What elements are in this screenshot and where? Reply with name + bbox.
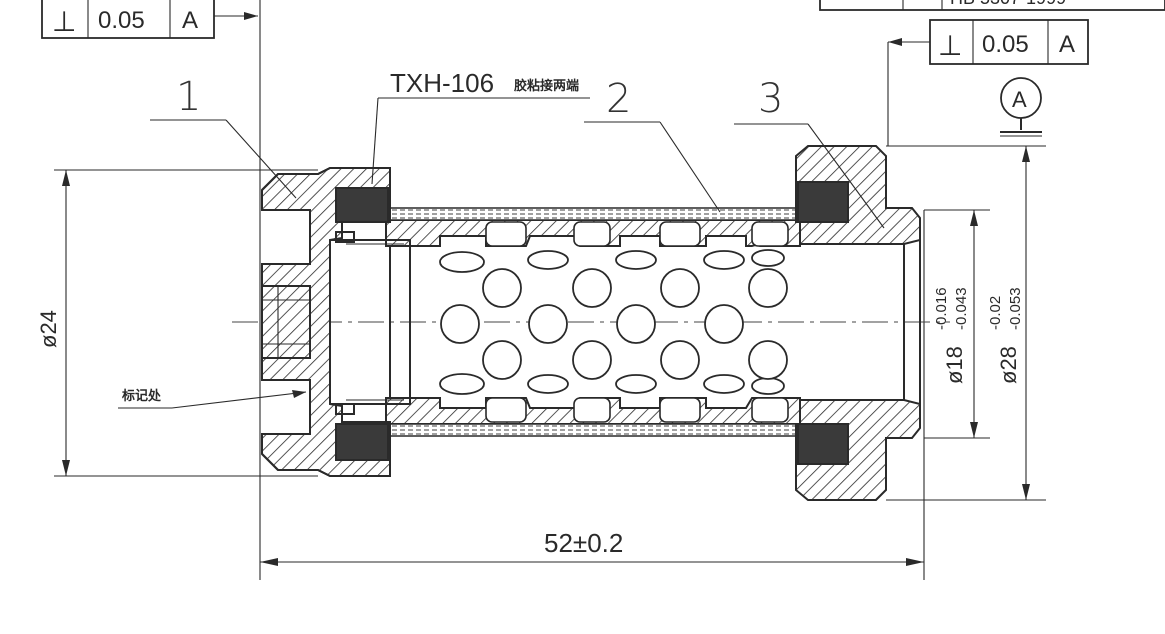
extension-lines [54, 0, 1046, 580]
dim-outer-left: ø24 [36, 310, 61, 348]
perpendicularity-icon: ⊥ [938, 30, 962, 61]
dimension-length: 52±0.2 [260, 528, 924, 566]
dim-flange-upper: -0.02 [987, 296, 1004, 330]
tolerance-frame-left: ⊥ 0.05 A [41, 0, 258, 39]
perforated-tube [385, 207, 905, 437]
title-block-text: HB 5307-1999 [950, 0, 1066, 8]
title-block-fragment: HB 5307-1999 [819, 0, 1165, 11]
dim-bore: ø18 [942, 346, 967, 384]
right-end-cap [795, 145, 921, 501]
tolerance-frame-right: ⊥ 0.05 A [887, 19, 1089, 146]
adhesive-code: TXH-106 [390, 68, 494, 98]
callout-1: 1 [176, 74, 201, 120]
callout-2: 2 [606, 76, 631, 122]
datum-a-symbol: A [1000, 77, 1042, 137]
datum-a-label: A [1012, 87, 1027, 112]
tolerance-value-left: 0.05 [98, 7, 145, 34]
callout-3: 3 [758, 76, 783, 122]
mark-position-note: 标记处 [121, 388, 162, 404]
left-end-cap [261, 167, 411, 477]
perpendicularity-icon: ⊥ [52, 6, 76, 37]
tolerance-value-right: 0.05 [982, 31, 1029, 58]
dim-flange-lower: -0.053 [1007, 287, 1024, 330]
adhesive-note: 胶粘接两端 [514, 78, 579, 94]
dimension-phi18: ø18 -0.016 -0.043 [933, 210, 978, 438]
dim-bore-lower: -0.043 [953, 287, 970, 330]
tube-holes [439, 249, 788, 395]
dimension-phi24: ø24 [36, 170, 70, 476]
dim-flange: ø28 [996, 346, 1021, 384]
dimension-phi28: ø28 -0.02 -0.053 [987, 146, 1030, 500]
tolerance-datum-right: A [1059, 31, 1075, 58]
dim-bore-upper: -0.016 [933, 287, 950, 330]
callouts: 1 2 3 TXH-106 胶粘接两端 标记处 [118, 68, 885, 409]
tolerance-datum-left: A [182, 7, 198, 34]
dim-length: 52±0.2 [544, 528, 623, 558]
